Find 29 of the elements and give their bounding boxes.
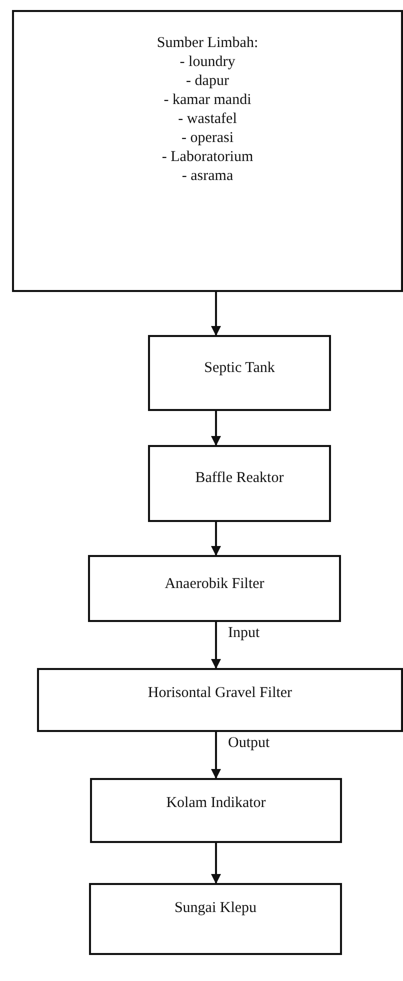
arrow xyxy=(211,843,221,884)
box-heading: Septic Tank xyxy=(204,359,275,378)
process-box xyxy=(88,555,341,622)
arrow xyxy=(211,732,221,779)
edge-label: Input xyxy=(226,624,262,642)
process-box xyxy=(89,883,342,955)
list-item: - operasi xyxy=(181,129,234,148)
process-box xyxy=(12,10,403,292)
list-item: - asrama xyxy=(182,167,234,186)
list-item: - wastafel xyxy=(178,110,237,129)
process-box xyxy=(90,778,342,843)
box-heading: Baffle Reaktor xyxy=(195,469,284,488)
process-box xyxy=(148,335,331,411)
arrow xyxy=(211,292,221,336)
box-heading: Sungai Klepu xyxy=(174,899,257,918)
box-heading: Sumber Limbah: xyxy=(156,34,258,53)
process-box xyxy=(148,445,331,522)
list-item: - Laboratorium xyxy=(162,148,254,167)
arrow xyxy=(211,411,221,446)
box-heading: Horisontal Gravel Filter xyxy=(148,684,292,703)
box-heading: Kolam Indikator xyxy=(166,794,266,813)
arrow xyxy=(211,622,221,669)
list-item: - dapur xyxy=(186,72,229,91)
process-box xyxy=(37,668,403,732)
box-heading: Anaerobik Filter xyxy=(164,575,264,594)
list-item: - loundry xyxy=(180,53,236,72)
arrow xyxy=(211,522,221,556)
edge-label: Output xyxy=(226,734,272,752)
list-item: - kamar mandi xyxy=(164,91,252,110)
